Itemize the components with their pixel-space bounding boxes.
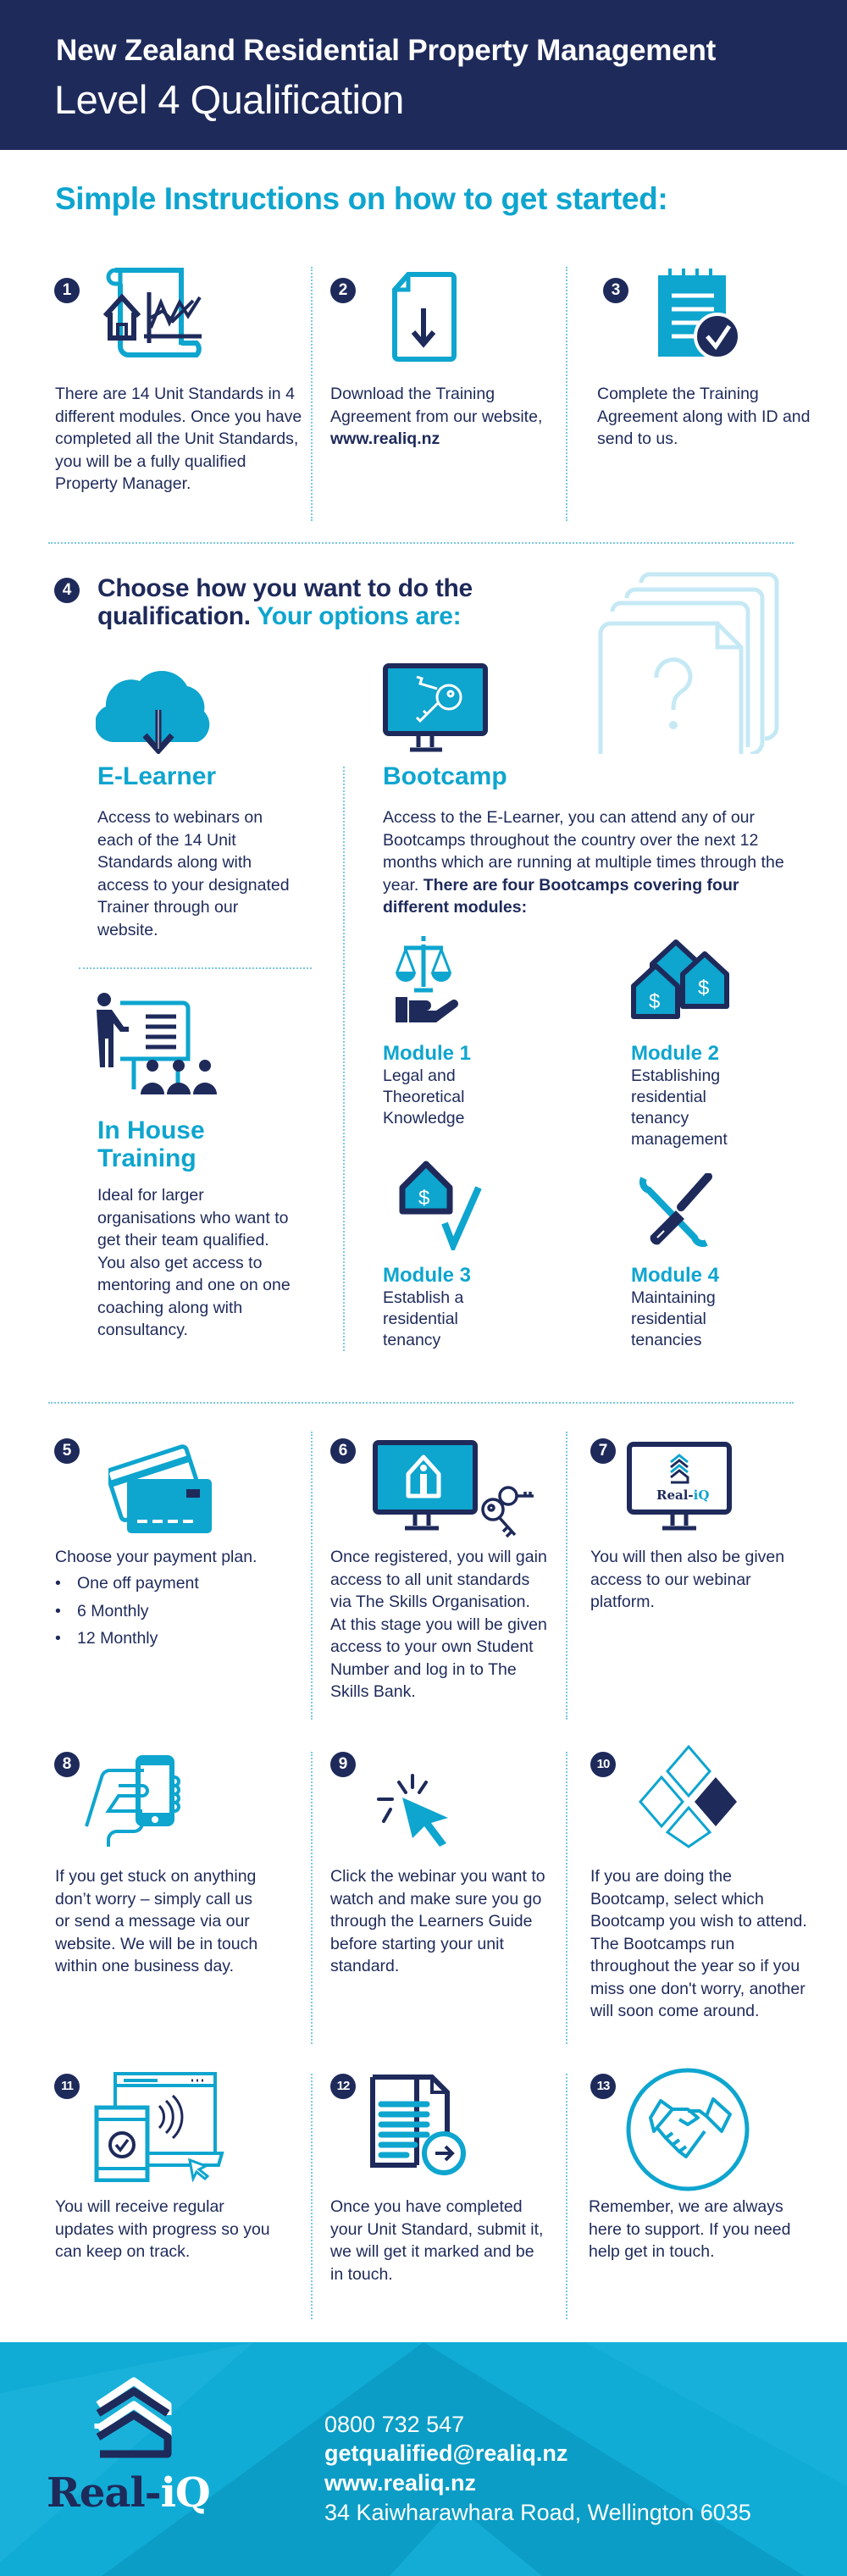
website-link[interactable]: www.realiq.nz bbox=[324, 2470, 477, 2496]
step-text: You will then also be given access to ou… bbox=[590, 1548, 785, 1611]
column-divider bbox=[311, 267, 313, 521]
module-2-title: Module 2 bbox=[631, 1042, 720, 1065]
step-number-badge: 6 bbox=[330, 1438, 356, 1464]
monitor-house-keys-icon bbox=[373, 1440, 534, 1537]
monitor-key-icon bbox=[383, 663, 488, 752]
svg-text:$: $ bbox=[649, 990, 660, 1013]
step-text: You will receive regular updates with pr… bbox=[55, 2197, 270, 2261]
diamond-grid-icon bbox=[639, 1744, 737, 1848]
monitor-realiq-icon: Real-iQ bbox=[627, 1442, 732, 1531]
houses-dollar-icon: $$ bbox=[631, 939, 729, 1019]
step-text: Download the Training Agreement from our… bbox=[330, 385, 543, 448]
realiq-logo-text: Real-iQ bbox=[47, 2469, 211, 2517]
document-download-icon bbox=[392, 272, 457, 362]
handshake-icon bbox=[626, 2068, 750, 2191]
step-text: Complete the Training Agreement along wi… bbox=[597, 385, 811, 448]
phone-number[interactable]: 0800 732 547 bbox=[324, 2412, 465, 2437]
svg-text:Real-iQ: Real-iQ bbox=[656, 1487, 709, 1503]
step-number-badge: 2 bbox=[330, 278, 356, 303]
page-subtitle: Level 4 Qualification bbox=[54, 77, 404, 122]
step-number-badge: 11 bbox=[54, 2074, 80, 2099]
inhouse-title: In House Training bbox=[97, 1116, 205, 1172]
notepad-check-icon bbox=[658, 269, 741, 360]
step-number-badge: 13 bbox=[590, 2074, 616, 2099]
realiq-logo-icon bbox=[94, 2377, 172, 2458]
section-divider bbox=[48, 1402, 794, 1404]
website-link[interactable]: www.realiq.nz bbox=[330, 429, 440, 448]
module-4-desc: Maintaining residential tenancies bbox=[631, 1288, 716, 1349]
step-text: Remember, we are always here to support.… bbox=[589, 2197, 791, 2261]
step-number-badge: 1 bbox=[54, 278, 80, 303]
document-submit-icon bbox=[370, 2075, 466, 2175]
elearner-title: E-Learner bbox=[97, 762, 217, 790]
payment-option: One off payment bbox=[55, 1572, 301, 1595]
step-text: Once registered, you will gain access to… bbox=[330, 1548, 547, 1701]
column-divider bbox=[566, 1752, 567, 2044]
question-documents-icon bbox=[598, 572, 779, 754]
step-number-badge: 7 bbox=[590, 1438, 616, 1464]
bootcamp-title: Bootcamp bbox=[383, 762, 507, 790]
scales-hand-icon bbox=[396, 936, 458, 1022]
cursor-click-icon bbox=[377, 1774, 448, 1847]
inhouse-text: Ideal for larger organisations who want … bbox=[97, 1186, 291, 1339]
intro-heading: Simple Instructions on how to get starte… bbox=[55, 181, 668, 216]
step-text: There are 14 Unit Standards in 4 differe… bbox=[55, 385, 302, 493]
step-number-badge: 5 bbox=[54, 1438, 80, 1464]
module-1-title: Module 1 bbox=[383, 1042, 472, 1065]
column-divider bbox=[343, 767, 345, 1351]
step-number-badge: 9 bbox=[330, 1752, 356, 1777]
step-text: Choose your payment plan. bbox=[55, 1548, 257, 1566]
scroll-house-chart-icon bbox=[103, 268, 202, 357]
column-divider bbox=[311, 1432, 313, 1720]
column-divider bbox=[566, 2074, 567, 2319]
column-divider bbox=[566, 1432, 567, 1720]
column-divider bbox=[566, 267, 567, 521]
step-number-badge: 12 bbox=[330, 2074, 356, 2099]
module-3-title: Module 3 bbox=[383, 1264, 472, 1287]
module-3-desc: Establish a residential tenancy bbox=[383, 1288, 464, 1349]
svg-text:$: $ bbox=[418, 1187, 429, 1210]
credit-cards-icon bbox=[108, 1444, 212, 1533]
house-dollar-check-icon: $ bbox=[399, 1161, 482, 1250]
module-1-desc: Legal and Theoretical Knowledge bbox=[383, 1066, 465, 1127]
email-link[interactable]: getqualified@realiq.nz bbox=[324, 2440, 568, 2466]
module-2-desc: Establishing residential tenancy managem… bbox=[631, 1066, 728, 1149]
step-number-badge: 8 bbox=[54, 1752, 80, 1777]
elearner-text: Access to webinars on each of the 14 Uni… bbox=[97, 808, 290, 939]
hand-phone-icon bbox=[85, 1755, 180, 1847]
address: 34 Kaiwharawhara Road, Wellington 6035 bbox=[324, 2500, 751, 2525]
step-text: Once you have completed your Unit Standa… bbox=[330, 2197, 544, 2284]
column-divider bbox=[311, 1752, 313, 2044]
payment-plan-list: One off payment 6 Monthly 12 Monthly bbox=[55, 1567, 301, 1650]
step-number-badge: 10 bbox=[590, 1752, 616, 1777]
payment-option: 6 Monthly bbox=[55, 1600, 301, 1623]
step-text: Click the webinar you want to watch and … bbox=[330, 1867, 545, 1975]
footer: Real-iQ 0800 732 547 getqualified@realiq… bbox=[0, 2342, 847, 2576]
column-divider bbox=[311, 2074, 313, 2319]
step-number-badge: 3 bbox=[603, 278, 628, 303]
presenter-audience-icon bbox=[97, 993, 217, 1094]
devices-check-icon bbox=[94, 2072, 224, 2182]
payment-option: 12 Monthly bbox=[55, 1627, 301, 1650]
step-text: If you are doing the Bootcamp, select wh… bbox=[590, 1867, 807, 2020]
bootcamp-text: Access to the E-Learner, you can attend … bbox=[383, 808, 784, 917]
page-title: New Zealand Residential Property Managem… bbox=[56, 34, 717, 67]
option-divider bbox=[79, 967, 312, 969]
header-banner: New Zealand Residential Property Managem… bbox=[0, 0, 847, 150]
step-number-badge: 4 bbox=[54, 578, 80, 603]
svg-text:$: $ bbox=[698, 977, 709, 1000]
module-4-title: Module 4 bbox=[631, 1264, 720, 1287]
step-text: If you get stuck on anything don’t worry… bbox=[55, 1867, 258, 1975]
section-divider bbox=[48, 542, 794, 544]
options-heading: Choose how you want to do the qualificat… bbox=[97, 574, 473, 630]
cloud-download-icon bbox=[96, 670, 210, 754]
wrench-screwdriver-icon bbox=[639, 1173, 712, 1248]
